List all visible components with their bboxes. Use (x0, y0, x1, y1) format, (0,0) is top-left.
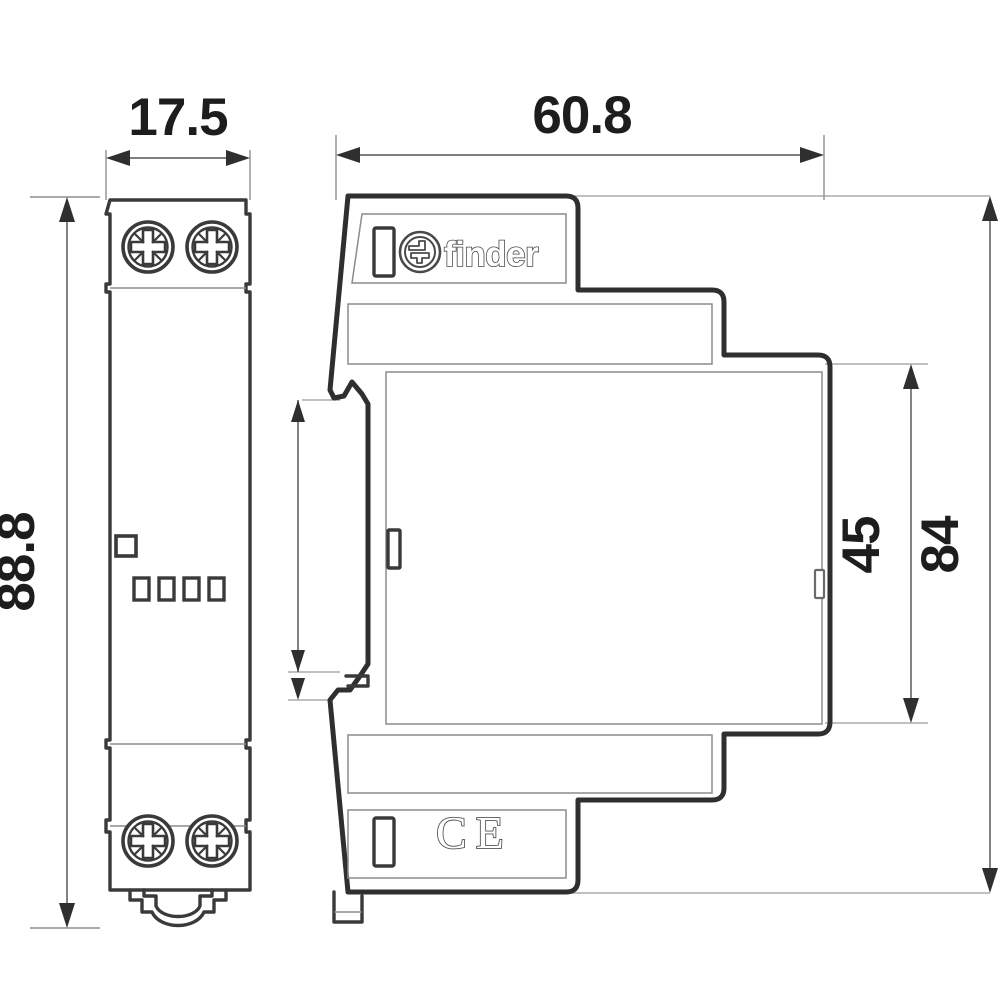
right-edge-notch (813, 568, 826, 600)
dimension-height-45: 45 (832, 364, 919, 723)
arrow-head-bottom (291, 650, 305, 672)
finder-wordmark: finder (444, 235, 539, 274)
arrow-head-top (903, 364, 919, 389)
dimension-label-height: 88.8 (0, 512, 46, 611)
finder-roundel-icon (398, 230, 442, 274)
arrow-head-left (336, 147, 360, 163)
arrow-head-right (226, 150, 250, 166)
dimension-height-88-8: 88.8 (0, 196, 100, 929)
side-view-group: 60.8 84 45 (288, 86, 998, 924)
bottom-label-panel (347, 809, 567, 879)
arrow-head-top (982, 196, 998, 221)
status-led-window (114, 534, 138, 558)
dip-switch-3 (182, 576, 201, 602)
front-view-outline (104, 198, 252, 892)
din-clip-outer (128, 888, 228, 928)
bottom-label-window (372, 816, 396, 868)
top-label-window (372, 226, 396, 278)
upper-band-panel (347, 303, 713, 365)
terminal-screw-bottom-right (185, 814, 239, 868)
central-body-panel (385, 371, 823, 725)
top-label-panel (351, 213, 567, 284)
arrow-head-bottom (982, 868, 998, 893)
din-mount-foot (332, 890, 364, 924)
dimension-depth-60-8: 60.8 (335, 86, 825, 200)
lower-band-panel (347, 734, 713, 794)
dimension-width-17-5: 17.5 (105, 88, 251, 200)
dimension-height-84: 84 (911, 196, 998, 893)
arrow-head-top (59, 197, 75, 222)
arrow-head-bottom (59, 903, 75, 928)
din-hook-notch (344, 674, 370, 688)
side-latch-slot (386, 528, 402, 570)
arrow-head-right (800, 147, 824, 163)
arrow-head-lower (291, 678, 305, 700)
ce-mark: CE (436, 807, 513, 858)
din-rail-mount-wall (327, 193, 371, 895)
terminal-screw-bottom-left (121, 814, 175, 868)
dimension-label-depth: 60.8 (532, 86, 631, 145)
dip-switch-4 (207, 576, 226, 602)
arrow-head-left (106, 150, 130, 166)
arrow-head-bottom (903, 698, 919, 723)
terminal-screw-top-left (121, 220, 175, 274)
front-view-group: 17.5 88.8 (0, 88, 252, 929)
arrow-head-top (291, 400, 305, 422)
side-housing-outline (345, 193, 833, 895)
terminal-screw-top-right (185, 220, 239, 274)
dip-switch-1 (132, 576, 151, 602)
dimension-label-overall-height: 84 (911, 515, 970, 573)
dip-switch-2 (157, 576, 176, 602)
din-rail-clip (128, 888, 228, 928)
dimension-label-body-height: 45 (832, 517, 891, 574)
dimension-label-width: 17.5 (128, 88, 227, 147)
din-clip-inner (142, 888, 214, 919)
